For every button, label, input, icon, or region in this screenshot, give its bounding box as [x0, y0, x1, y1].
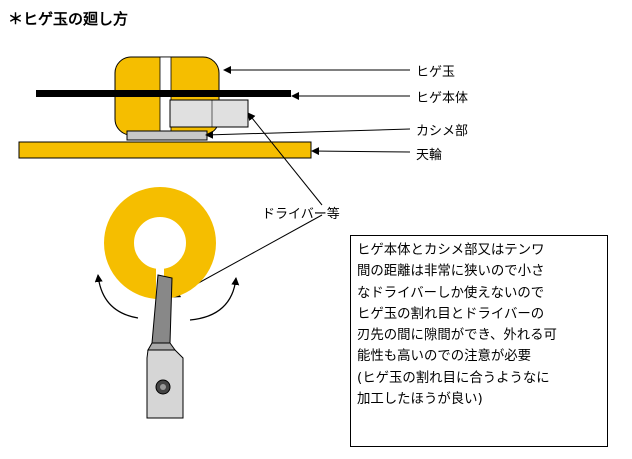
arrow-screwdriver-side — [247, 112, 323, 206]
crimp-part — [126, 130, 208, 141]
note-line: ヒゲ本体とカシメ部又はテンワ — [357, 243, 545, 258]
label-balance-wheel: 天輪 — [416, 148, 443, 163]
rotation-arrow-right — [189, 277, 240, 321]
screwdriver-shank — [147, 342, 176, 351]
label-crimp: カシメ部 — [416, 124, 469, 139]
rotation-arrow-left — [94, 274, 139, 319]
note-line: ヒゲ玉の割れ目とドライバーの — [357, 306, 545, 322]
label-screwdriver: ドライバー等 — [262, 207, 340, 222]
arrow-crimp — [205, 128, 411, 139]
label-hairspring: ヒゲ本体 — [416, 91, 469, 106]
screwdriver-rivet-center — [160, 384, 166, 390]
screwdriver-tip-side — [169, 99, 249, 128]
note-line: (ヒゲ玉の割れ目に合うようなに — [357, 370, 550, 386]
note-box: ヒゲ本体とカシメ部又はテンワ 間の距離は非常に狭いので小さ なドライバーしか使え… — [350, 235, 608, 447]
arrow-balance-wheel — [311, 147, 411, 156]
note-line: なドライバーしか使えないので — [357, 285, 545, 301]
note-line: 能性も高いのでの注意が必要 — [357, 349, 532, 365]
note-line: 刃先の間に隙間ができ、外れる可 — [357, 328, 557, 344]
balance-wheel — [18, 141, 312, 159]
note-line: 間の距離は非常に狭いので小さ — [357, 264, 545, 280]
hairspring-bar — [36, 90, 291, 97]
note-line: 加工したほうが良い) — [357, 392, 483, 408]
page-title: ＊ヒゲ玉の廻し方 — [8, 10, 129, 28]
label-hairspring-collet: ヒゲ玉 — [416, 65, 456, 80]
